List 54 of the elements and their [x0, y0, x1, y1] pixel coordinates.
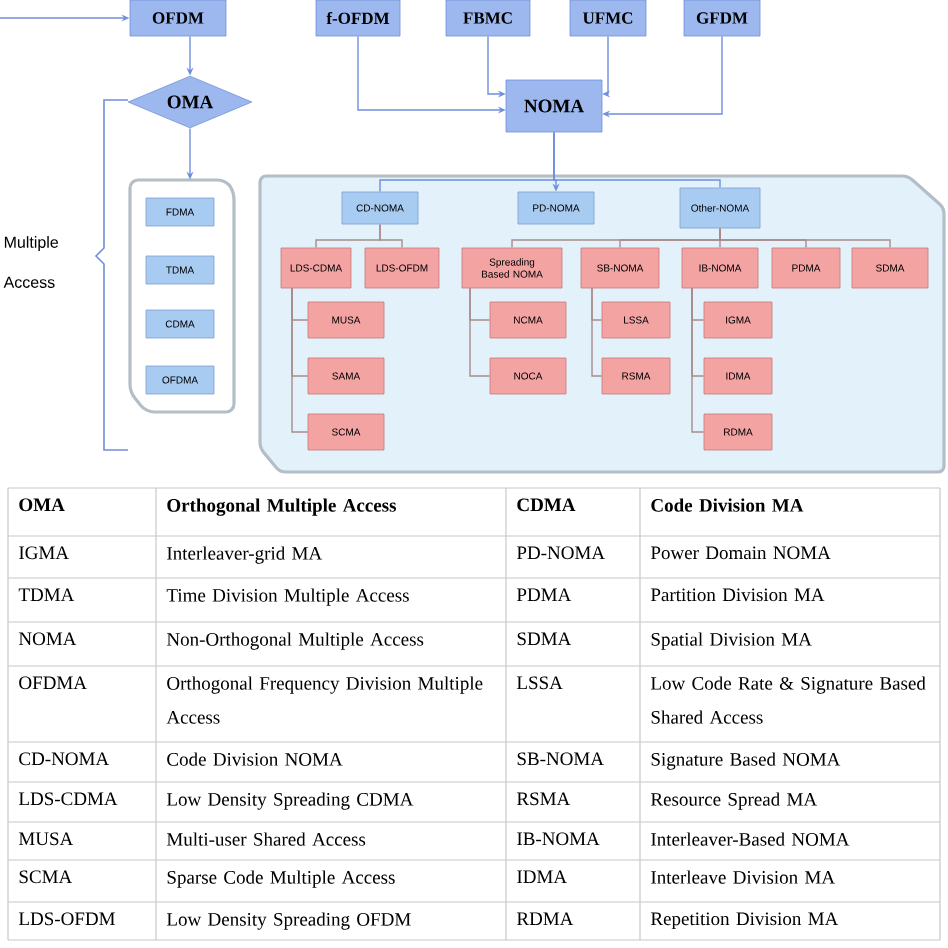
table-cell: IGMA: [19, 546, 69, 560]
table-cell: Interleaver-Based NOMA: [651, 832, 850, 846]
table-cell: MUSA: [18, 832, 74, 846]
table-cell: IB-NOMA: [517, 832, 600, 846]
table-cell: PD-NOMA: [516, 546, 605, 560]
table-cell: NOMA: [18, 632, 77, 646]
connector-line: [719, 227, 891, 249]
connector-line: [469, 287, 491, 377]
table-cell: Spatial Division MA: [651, 632, 812, 650]
table-cell: CDMA: [517, 498, 576, 512]
table-cell: Code Division MA: [651, 498, 804, 512]
table-cell: LSSA: [516, 676, 563, 690]
table-cell: Low Density Spreading CDMA: [166, 792, 414, 810]
process-box: f-OFDM: [315, 0, 401, 37]
table-cell: CD-NOMA: [19, 752, 110, 766]
table-cell: SB-NOMA: [517, 752, 604, 766]
process-box: UFMC: [569, 0, 647, 37]
connector-line: [291, 287, 309, 433]
table-cell: Signature Based NOMA: [651, 752, 841, 770]
connector-line: [379, 223, 403, 249]
table-cell: RDMA: [516, 912, 574, 925]
table-cell: Repetition Division MA: [650, 912, 839, 930]
table-cell: SDMA: [517, 632, 572, 646]
connector-line: [691, 287, 705, 433]
table-cell: Non-Orthogonal Multiple Access: [166, 632, 424, 650]
table-cell: Partition Division MA: [650, 588, 825, 602]
table-cell: Orthogonal Frequency Division Multiple Access: [166, 676, 483, 724]
table-cell: Sparse Code Multiple Access: [167, 870, 395, 888]
table-cell: LDS-OFDM: [18, 912, 115, 926]
table-cell: Interleave Division MA: [651, 870, 835, 884]
table-cell: Low Code Rate & Signature Based Shared Access: [650, 676, 926, 724]
table-cell: Resource Spread MA: [650, 792, 817, 810]
table-cell: Code Division NOMA: [167, 752, 343, 766]
process-box: NOMA: [505, 79, 603, 133]
table-cell: PDMA: [516, 588, 572, 601]
table-cell: Low Density Spreading OFDM: [166, 912, 411, 930]
table-cell: Multi-user Shared Access: [166, 832, 366, 846]
table-cell: RSMA: [516, 792, 571, 806]
side-label: Multiple Access: [3, 236, 58, 288]
table-cell: OFDMA: [19, 676, 87, 690]
table-cell: OMA: [19, 498, 65, 512]
connector-line: [591, 287, 603, 377]
process-box: OFDM: [129, 0, 227, 37]
connector-line: [553, 131, 721, 189]
process-box: FBMC: [445, 0, 531, 37]
table-cell: LDS-CDMA: [18, 792, 118, 806]
process-box: GFDM: [683, 0, 761, 37]
table-cell: TDMA: [18, 588, 75, 601]
table-cell: Orthogonal Multiple Access: [167, 498, 397, 516]
table-cell: Power Domain NOMA: [650, 546, 831, 560]
table-cell: IDMA: [517, 870, 567, 883]
table-cell: SCMA: [19, 870, 73, 884]
table-cell: Time Division Multiple Access: [166, 588, 409, 606]
table-cell: Interleaver-grid MA: [167, 546, 323, 564]
